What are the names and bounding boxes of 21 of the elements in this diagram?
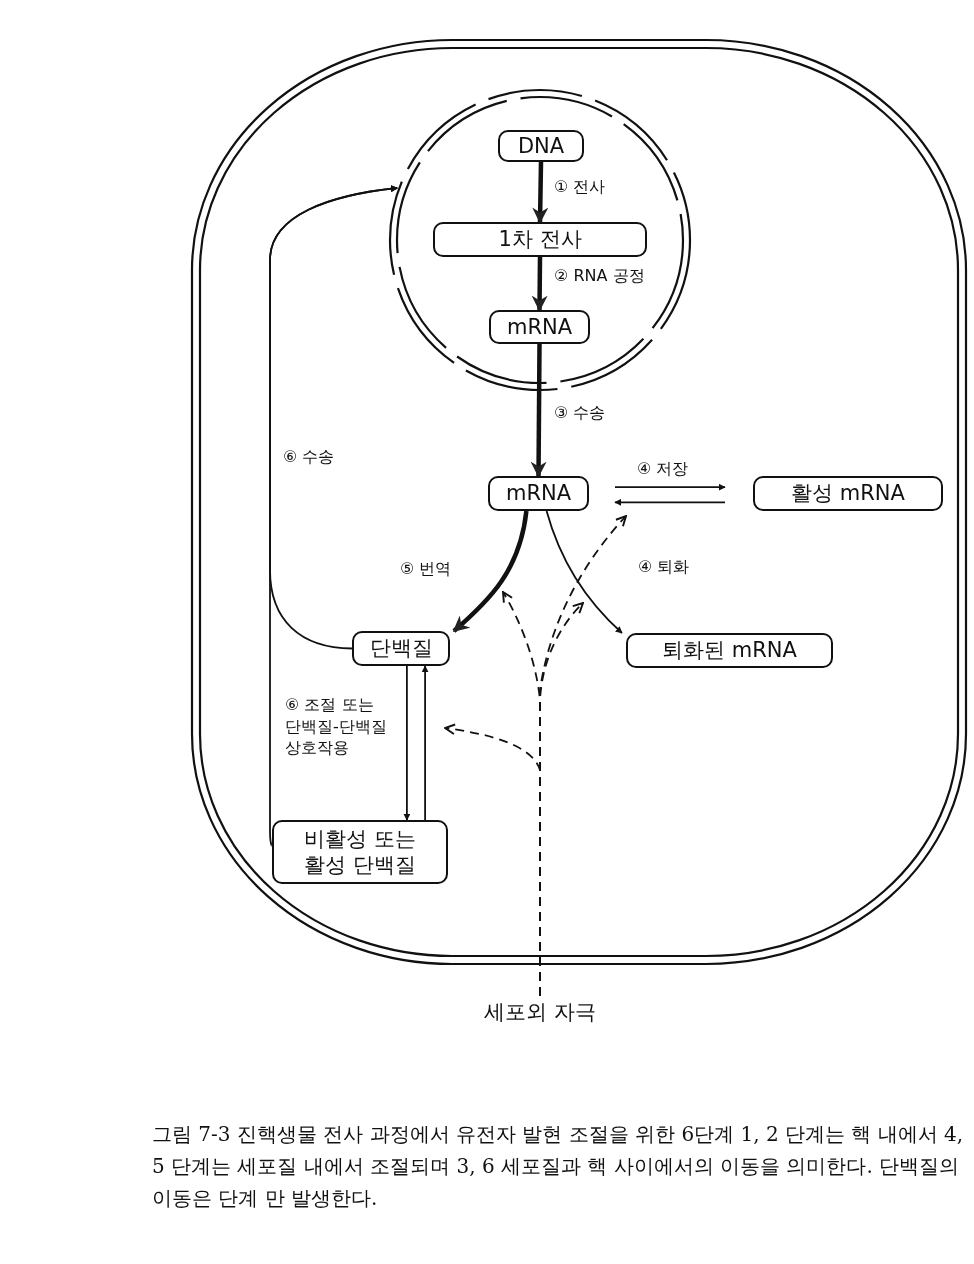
term-box: mRNA: [489, 310, 590, 344]
arrow: [421, 665, 429, 821]
arrow: [545, 510, 623, 634]
arrow: [614, 498, 726, 506]
arrow: [614, 483, 726, 491]
arrow: [403, 665, 411, 821]
term-box: 단백질: [352, 631, 450, 666]
stimulus-label: 세포외 자극: [470, 996, 610, 1028]
arrow: [531, 256, 548, 312]
term-box: 퇴화된 mRNA: [626, 633, 833, 668]
term-box: 비활성 또는 활성 단백질: [272, 820, 448, 884]
term-box: mRNA: [488, 476, 589, 511]
term-box: 활성 mRNA: [753, 476, 943, 511]
figure-caption: 그림 7-3 진핵생물 전사 과정에서 유전자 발현 조절을 위한 6단계 1, 2 단계는 핵 내에서 4, 5 단계는 세포질 내에서 조절되며 3, 6 세포질과 핵 사이에서의 이동을 의미한다. 단백질의 이동은 단계 만 발생한다.: [152, 1121, 964, 1212]
arrow: [532, 161, 549, 224]
term-box: DNA: [498, 130, 584, 162]
dashed-arrow: [539, 515, 627, 997]
arrow: [269, 185, 399, 847]
arrow: [530, 344, 547, 478]
term-box: 1차 전사: [433, 222, 647, 257]
arrow: [452, 510, 529, 633]
